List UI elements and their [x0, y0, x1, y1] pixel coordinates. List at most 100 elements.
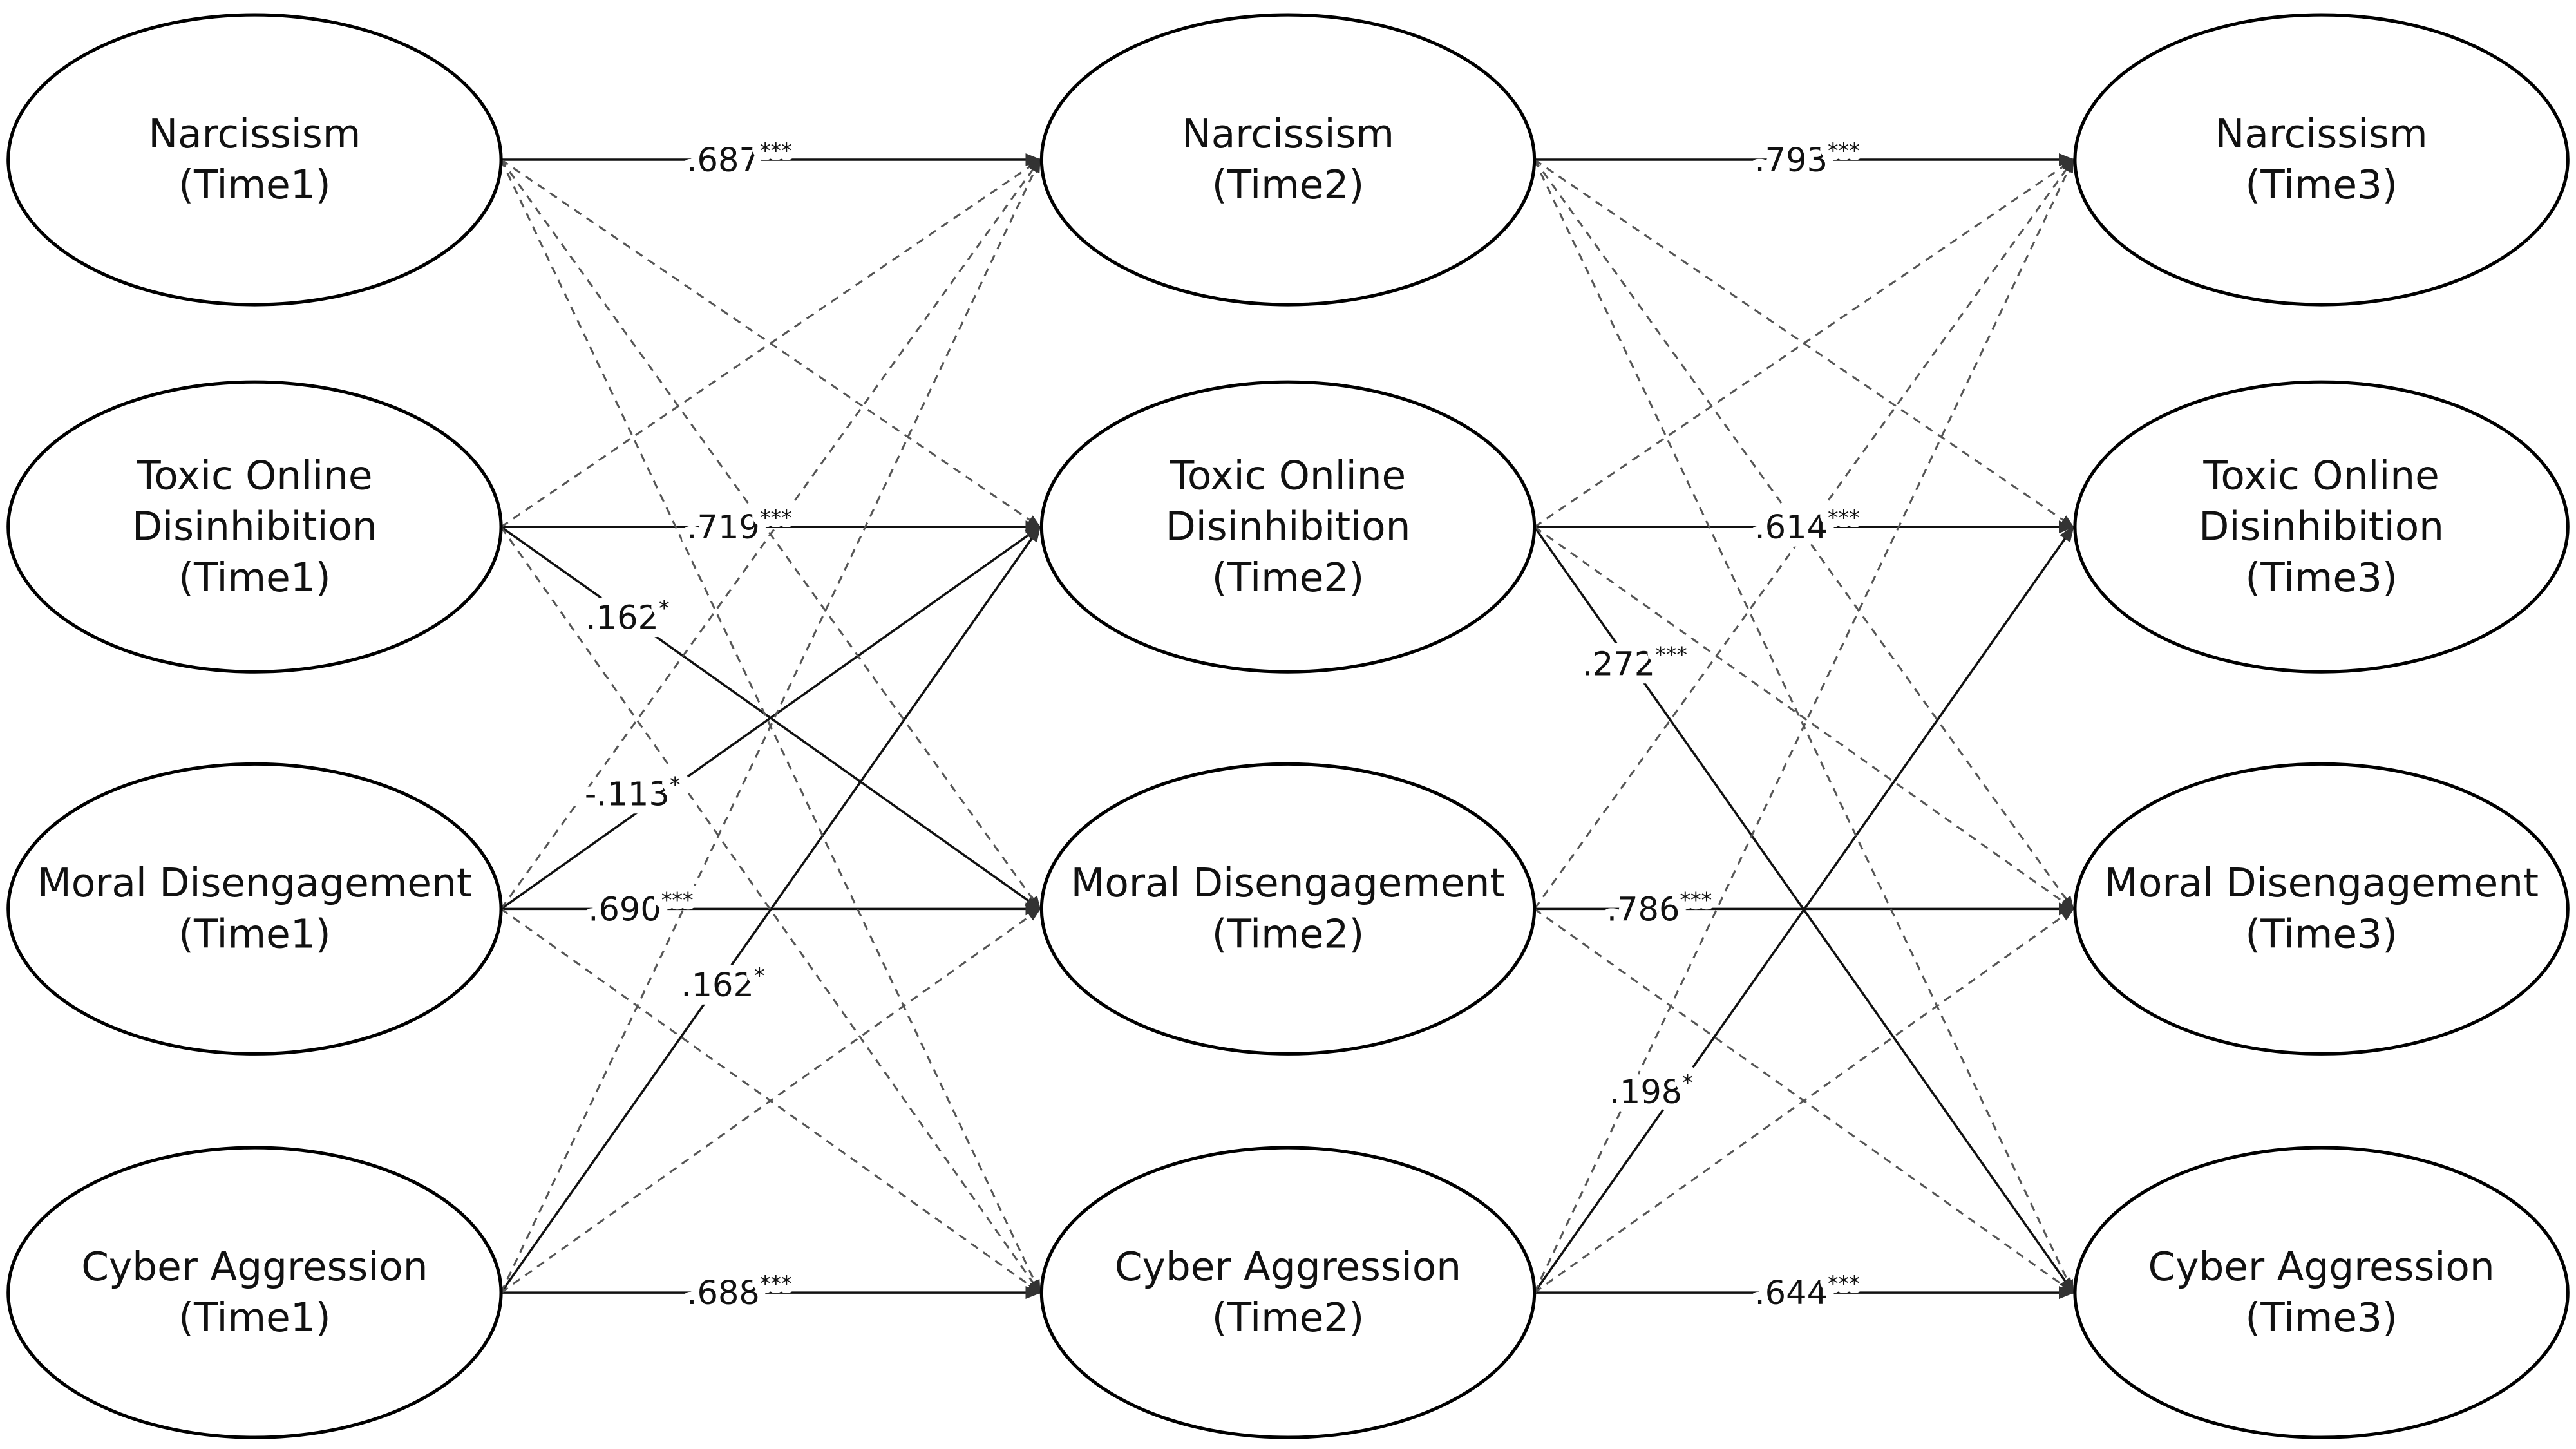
node-ellipse: [2073, 1146, 2570, 1439]
node-label: Toxic Online: [1170, 453, 1406, 498]
coefficient-value: .614: [1754, 509, 1828, 547]
significance-stars: ***: [760, 506, 792, 531]
coefficient-value: .690: [588, 891, 661, 929]
node-label: Moral Disengagement: [1071, 860, 1506, 906]
coefficient-value: .162: [681, 967, 754, 1005]
node-label: (Time2): [1212, 1295, 1365, 1341]
coefficient-value: .719: [687, 509, 760, 547]
node-label: (Time3): [2245, 162, 2398, 208]
node-m1: Moral Disengagement (Time1): [6, 762, 503, 1056]
node-label: Toxic Online: [2202, 453, 2439, 498]
path-solid-c1-to-t2: [500, 526, 1041, 1294]
path-dashed-c1-to-m2: [500, 908, 1041, 1294]
path-coefficient-label: .272***: [1582, 642, 1687, 684]
coefficient-value: .272: [1582, 645, 1656, 683]
path-coefficient-label: .614***: [1754, 506, 1859, 547]
node-label: Cyber Aggression: [1115, 1244, 1461, 1290]
node-label: Cyber Aggression: [2148, 1244, 2494, 1290]
node-c1: Cyber Aggression (Time1): [6, 1146, 503, 1439]
significance-stars: ***: [1655, 642, 1687, 667]
node-ellipse: [1039, 1146, 1537, 1439]
coefficient-value: .644: [1754, 1274, 1828, 1312]
path-dashed-t2-to-n3: [1533, 158, 2075, 528]
path-coefficient-label: .198*: [1609, 1070, 1693, 1112]
significance-stars: ***: [1828, 506, 1860, 531]
coefficient-value: .786: [1607, 891, 1680, 929]
coefficient-value: .688: [687, 1274, 760, 1312]
path-dashed-c2-to-n3: [1533, 158, 2074, 1293]
path-coefficient-label: .687***: [687, 138, 791, 180]
coefficient-value: .162: [585, 600, 659, 638]
coefficient-value: .687: [687, 142, 760, 180]
node-m2: Moral Disengagement (Time2): [1039, 762, 1537, 1056]
node-label: Disinhibition: [1166, 504, 1411, 550]
node-label: (Time2): [1212, 162, 1365, 208]
path-dashed-t1-to-n2: [500, 158, 1041, 528]
node-c3: Cyber Aggression (Time3): [2073, 1146, 2570, 1439]
path-coefficient-label: .688***: [687, 1271, 791, 1313]
coefficient-value: .198: [1609, 1074, 1683, 1112]
path-coefficient-label: .162*: [681, 963, 764, 1005]
node-ellipse: [6, 762, 503, 1056]
significance-stars: ***: [1828, 138, 1860, 163]
path-dashed-c2-to-m3: [1533, 908, 2075, 1294]
node-label: (Time3): [2245, 555, 2398, 601]
node-ellipse: [2073, 13, 2570, 307]
node-label: (Time2): [1212, 555, 1365, 601]
node-ellipse: [6, 13, 503, 307]
path-coefficient-label: .644***: [1754, 1271, 1859, 1313]
node-label: (Time2): [1212, 911, 1365, 957]
path-coefficient-label: .786***: [1607, 887, 1712, 929]
path-coefficient-label: .162*: [585, 596, 669, 638]
significance-stars: ***: [661, 887, 694, 913]
significance-stars: ***: [1828, 1271, 1860, 1296]
significance-stars: ***: [760, 1271, 792, 1296]
node-label: Cyber Aggression: [81, 1244, 428, 1290]
node-label: Moral Disengagement: [37, 860, 472, 906]
path-dashed-m1-to-n2: [500, 158, 1041, 910]
node-label: (Time3): [2245, 911, 2398, 957]
node-label: (Time1): [178, 911, 331, 957]
path-dashed-c1-to-n2: [500, 158, 1041, 1293]
path-coefficient-label: .719***: [687, 506, 791, 547]
node-ellipse: [1039, 380, 1537, 674]
significance-stars: *: [670, 772, 681, 797]
node-ellipse: [6, 1146, 503, 1439]
node-label: Narcissism: [2215, 111, 2428, 157]
path-coefficient-label: -.113*: [585, 772, 681, 814]
node-label: Narcissism: [1182, 111, 1394, 157]
edge-labels-layer: .687***.719***.690***.688***.162*-.113*.…: [576, 130, 1868, 1321]
significance-stars: *: [659, 596, 670, 621]
node-c2: Cyber Aggression (Time2): [1039, 1146, 1537, 1439]
node-m3: Moral Disengagement (Time3): [2073, 762, 2570, 1056]
node-label: Moral Disengagement: [2104, 860, 2539, 906]
path-dashed-t2-to-m3: [1533, 526, 2075, 910]
node-ellipse: [1039, 13, 1537, 307]
significance-stars: *: [1682, 1070, 1693, 1095]
significance-stars: ***: [760, 138, 792, 163]
path-solid-c2-to-t3: [1533, 526, 2074, 1294]
node-n2: Narcissism (Time2): [1039, 13, 1537, 307]
node-label: (Time1): [178, 162, 331, 208]
node-label: Disinhibition: [132, 504, 377, 550]
coefficient-value: .793: [1754, 142, 1828, 180]
node-label: (Time1): [178, 1295, 331, 1341]
node-ellipse: [1039, 762, 1537, 1056]
significance-stars: ***: [1680, 887, 1712, 913]
path-coefficient-label: .793***: [1754, 138, 1859, 180]
path-solid-m1-to-t2: [500, 526, 1041, 910]
node-label: Disinhibition: [2199, 504, 2444, 550]
node-ellipse: [2073, 380, 2570, 674]
coefficient-value: -.113: [585, 775, 670, 813]
node-label: (Time3): [2245, 1295, 2398, 1341]
path-dashed-m2-to-n3: [1533, 158, 2074, 910]
node-label: Toxic Online: [136, 453, 372, 498]
node-label: Narcissism: [148, 111, 361, 157]
edges-layer: [500, 153, 2075, 1300]
node-ellipse: [2073, 762, 2570, 1056]
nodes-layer: Narcissism (Time1) Toxic OnlineDisinhibiti…: [6, 13, 2570, 1439]
path-coefficient-label: .690***: [588, 887, 693, 929]
